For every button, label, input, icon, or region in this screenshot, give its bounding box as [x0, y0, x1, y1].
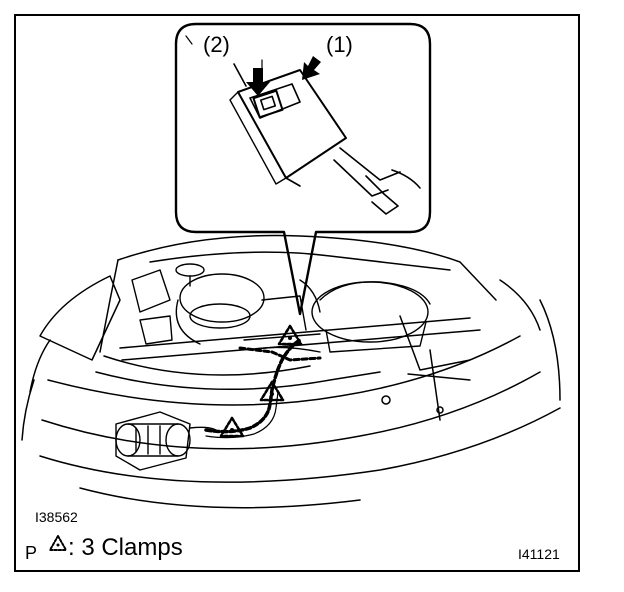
legend-text: : 3 Clamps: [68, 534, 183, 561]
callout-two: (2): [203, 32, 230, 57]
car-body: [21, 234, 561, 509]
inset-harness: [339, 147, 401, 181]
arrow-icon: [246, 56, 321, 96]
figure-code-left: I38562: [35, 509, 78, 525]
callout-one: (1): [326, 32, 353, 57]
clamp-triangle-icon: [219, 324, 303, 438]
figure-code-right: I41121: [518, 546, 560, 562]
legend-prefix: P: [25, 543, 38, 563]
connector-body: [229, 69, 347, 187]
figure-frame: [14, 14, 580, 572]
horn-unit: [115, 411, 217, 471]
inset-bubble: [174, 22, 432, 316]
legend-triangle-icon: [49, 535, 67, 551]
leader-two: [233, 63, 247, 87]
engine-components: [131, 263, 471, 381]
